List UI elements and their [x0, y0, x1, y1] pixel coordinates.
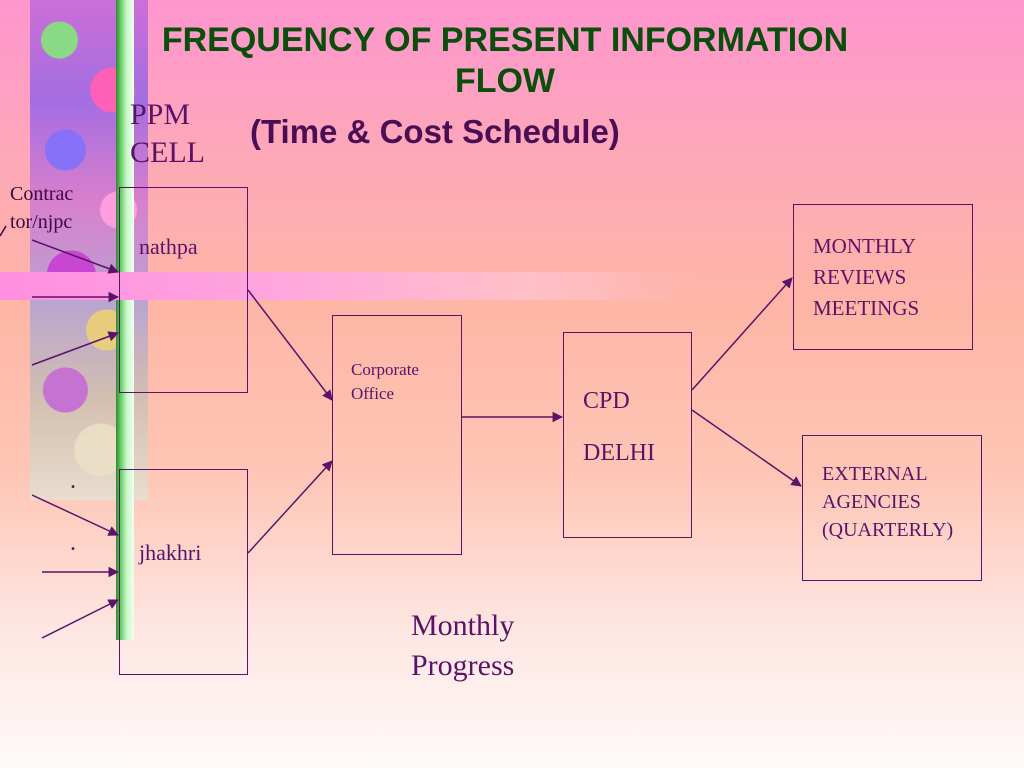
corporate-office-box: Corporate Office [332, 315, 462, 555]
external-line-3: (QUARTERLY) [822, 519, 954, 541]
jhakhri-label: jhakhri [139, 540, 202, 565]
ppm-cell-line-1: PPM [130, 98, 191, 131]
corporate-office-label: Corporate Office [351, 358, 419, 406]
monthly-reviews-label: MONTHLY REVIEWS MEETINGS [813, 231, 919, 324]
arrow-input-jhakhri-3 [41, 599, 119, 639]
external-line-2: AGENCIES [822, 491, 921, 513]
left-edge-mark [0, 225, 7, 237]
corporate-office-line-1: Corporate [351, 360, 419, 379]
external-agencies-box: EXTERNAL AGENCIES (QUARTERLY) [802, 435, 982, 581]
external-agencies-label: EXTERNAL AGENCIES (QUARTERLY) [822, 460, 953, 544]
ellipsis-dot-1: . [70, 468, 76, 494]
contractor-line-2: tor/njpc [10, 211, 73, 233]
nathpa-box: nathpa [119, 187, 248, 393]
ppm-cell-line-2: CELL [130, 136, 205, 169]
contractor-label: Contrac tor/njpc [10, 180, 73, 236]
nathpa-label: nathpa [139, 234, 198, 259]
cpd-line-1: CPD [583, 388, 630, 414]
arrow-jhakhri-to-corporate [247, 460, 333, 554]
jhakhri-box: jhakhri [119, 469, 248, 675]
arrow-input-nathpa-1 [31, 239, 119, 274]
cpd-delhi-box: CPD DELHI [563, 332, 692, 538]
monthly-progress-label: Monthly Progress [411, 606, 514, 686]
corporate-office-line-2: Office [351, 384, 395, 403]
ellipsis-dot-2: . [70, 530, 76, 556]
decorative-green-bar [116, 0, 134, 640]
title-line-1: FREQUENCY OF PRESENT INFORMATION [161, 21, 849, 59]
external-line-1: EXTERNAL [822, 463, 928, 485]
cpd-delhi-label: CPD DELHI [583, 375, 655, 479]
arrow-cpd-to-monthly-reviews [691, 277, 793, 391]
cpd-line-2: DELHI [583, 440, 655, 466]
arrow-input-jhakhri-1 [31, 494, 119, 536]
monthly-progress-line-1: Monthly [411, 609, 515, 642]
monthly-reviews-line-2: REVIEWS [813, 265, 907, 289]
monthly-progress-line-2: Progress [411, 649, 515, 682]
page-subtitle: (Time & Cost Schedule) [250, 113, 620, 150]
monthly-reviews-line-3: MEETINGS [813, 296, 920, 320]
page-title: FREQUENCY OF PRESENT INFORMATION FLOW [80, 20, 930, 102]
title-line-2: FLOW [454, 61, 556, 100]
arrow-cpd-to-external [691, 409, 802, 487]
ppm-cell-label: PPM CELL [130, 96, 205, 172]
monthly-reviews-line-1: MONTHLY [813, 234, 916, 258]
contractor-line-1: Contrac [10, 183, 74, 205]
arrow-nathpa-to-corporate [247, 289, 333, 401]
arrow-input-nathpa-3 [31, 331, 119, 366]
monthly-reviews-box: MONTHLY REVIEWS MEETINGS [793, 204, 973, 350]
